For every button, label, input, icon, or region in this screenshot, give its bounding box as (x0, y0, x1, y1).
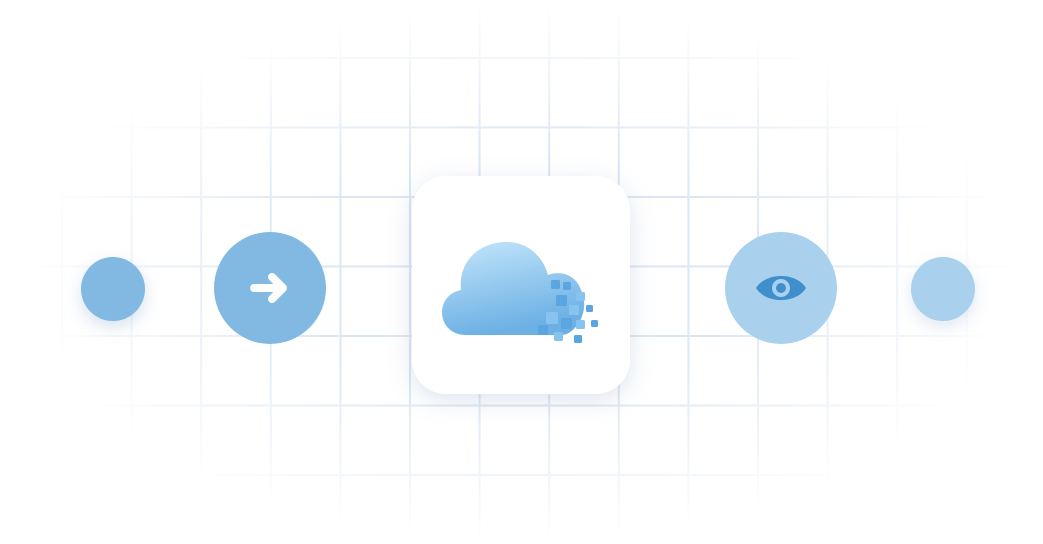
arrow-right-icon (250, 273, 287, 303)
pixel-cube (576, 292, 585, 301)
source-dot (81, 257, 145, 321)
pixel-cube (586, 305, 593, 312)
pixel-fragments (538, 280, 598, 343)
pixel-cube (556, 295, 567, 306)
arrow-node (214, 232, 326, 344)
pixel-cube (576, 320, 585, 329)
eye-icon (756, 276, 806, 300)
pixel-cube (574, 335, 582, 343)
target-dot (911, 257, 975, 321)
pixel-cube (563, 282, 571, 290)
pixel-cube (546, 312, 558, 324)
pixel-cube (561, 318, 572, 329)
cloud-card (412, 176, 630, 394)
pixel-cube (591, 320, 598, 327)
eye-node (725, 232, 837, 344)
cloud-pixel-icon (442, 242, 598, 343)
pixel-cube (551, 280, 560, 289)
pixel-cube (538, 325, 548, 335)
pixel-cube (554, 332, 563, 341)
pixel-cube (569, 305, 579, 315)
